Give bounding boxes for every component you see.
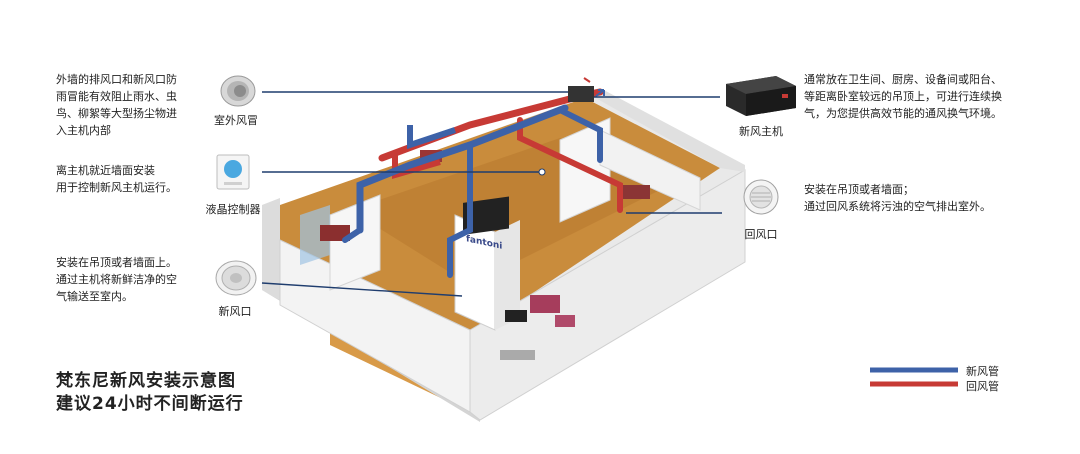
lcd-controller-icon: [216, 154, 250, 190]
leader-fresh-vent: [261, 282, 463, 297]
outdoor-hood-icon: [218, 73, 258, 109]
return-vent-label: 回风口: [744, 228, 778, 241]
fresh-air-vent-desc: 安装在吊顶或者墙面上。 通过主机将新鲜洁净的空 气输送至室内。: [56, 256, 177, 303]
left-wall: [262, 198, 280, 300]
main-unit-desc: 通常放在卫生间、厨房、设备间或阳台、 等距离卧室较远的吊顶上，可进行连续换 气，…: [804, 73, 1002, 120]
fresh-air-vent-icon: [214, 258, 258, 298]
legend-return-label: 回风管: [966, 380, 999, 393]
lcd-controller-label: 液晶控制器: [205, 203, 261, 216]
fresh-duct: [356, 104, 569, 234]
fresh-air-vent-label: 新风口: [218, 305, 252, 318]
lcd-controller-desc: 离主机就近墙面安装 用于控制新风主机运行。: [56, 164, 177, 194]
main-unit-label: 新风主机: [739, 125, 783, 138]
diagram-title: 梵东尼新风安装示意图 建议24小时不间断运行: [56, 371, 244, 414]
outdoor-hood-label: 室外风冒: [214, 114, 258, 127]
outdoor-hood-desc: 外墙的排风口和新风口防 雨冒能有效阻止雨水、虫 鸟、柳絮等大型扬尘物进 入主机内…: [56, 73, 177, 137]
return-vent-icon: [742, 178, 780, 216]
main-unit-icon: [722, 72, 798, 118]
return-vent-desc: 安装在吊顶或者墙面； 通过回风系统将污浊的空气排出室外。: [804, 183, 991, 213]
legend-fresh-label: 新风管: [966, 365, 999, 378]
